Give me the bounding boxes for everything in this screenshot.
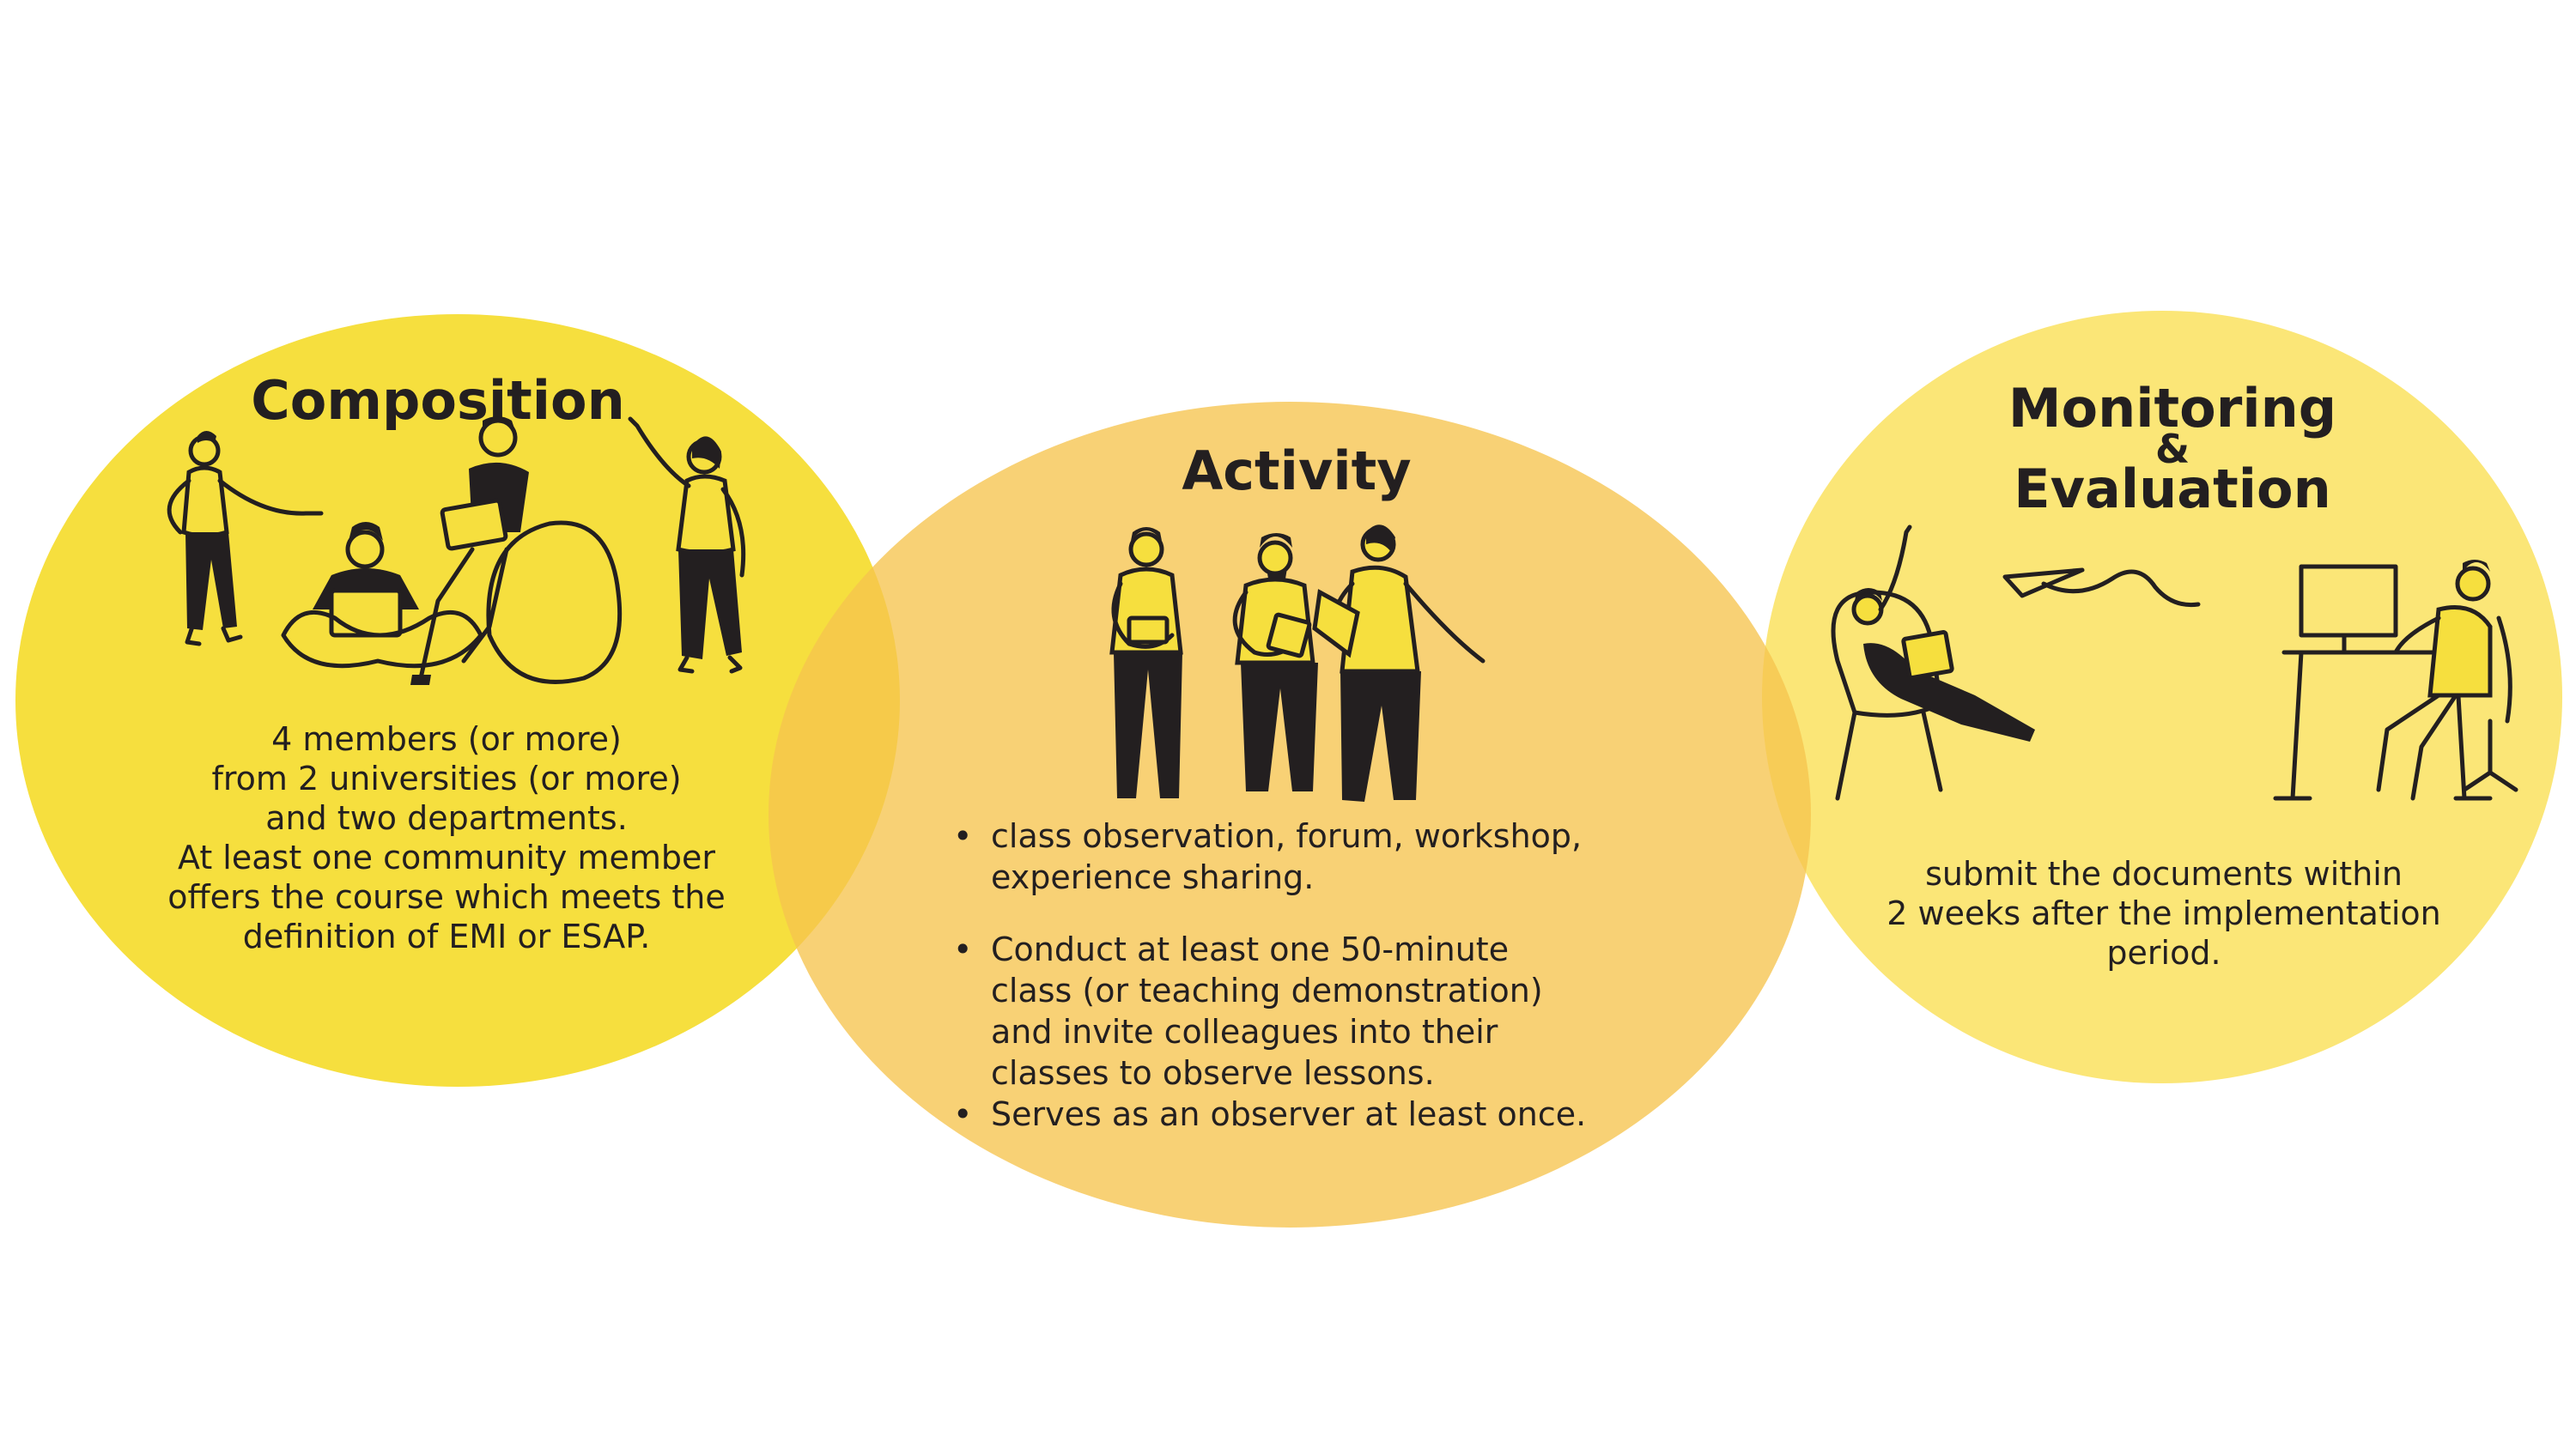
activity-line: classes to observe lessons.	[991, 1054, 1435, 1092]
activity-bullet: Serves as an observer at least once.	[953, 1094, 1657, 1135]
composition-circle	[15, 314, 900, 1087]
monitoring-title-amp: &	[2154, 426, 2190, 472]
activity-line: class observation, forum, workshop,	[991, 817, 1583, 855]
composition-line: offers the course which meets the	[167, 878, 726, 916]
activity-bullet: Conduct at least one 50-minute class (or…	[953, 929, 1657, 1094]
activity-line: Conduct at least one 50-minute	[991, 931, 1510, 968]
composition-line: and two departments.	[265, 799, 628, 837]
activity-list: class observation, forum, workshop, expe…	[953, 815, 1657, 1135]
activity-line: experience sharing.	[991, 858, 1315, 896]
monitoring-line: 2 weeks after the implementation	[1886, 894, 2441, 932]
composition-line: from 2 universities (or more)	[211, 760, 682, 797]
people-reading-illustration	[1109, 524, 1485, 802]
composition-line: At least one community member	[178, 839, 715, 876]
activity-line: Serves as an observer at least once.	[991, 1095, 1587, 1133]
monitoring-title: Monitoring & Evaluation	[1915, 382, 2430, 516]
people-group-illustration	[167, 416, 746, 685]
monitoring-line: period.	[2106, 934, 2221, 972]
monitoring-title-line1: Monitoring	[2008, 377, 2337, 440]
activity-title: Activity	[1182, 440, 1412, 502]
activity-line: and invite colleagues into their	[991, 1013, 1498, 1051]
activity-line: class (or teaching demonstration)	[991, 972, 1543, 1009]
monitoring-line: submit the documents within	[1925, 855, 2403, 893]
office-workers-illustration	[1831, 524, 2518, 801]
monitoring-description: submit the documents within 2 weeks afte…	[1846, 854, 2482, 973]
activity-bullet: class observation, forum, workshop, expe…	[953, 815, 1657, 898]
composition-title: Composition	[251, 369, 625, 432]
composition-description: 4 members (or more) from 2 universities …	[137, 719, 756, 956]
paper-plane-icon	[2002, 567, 2201, 608]
composition-line: 4 members (or more)	[271, 720, 622, 758]
composition-line: definition of EMI or ESAP.	[242, 918, 651, 955]
monitoring-title-line2: Evaluation	[2014, 458, 2331, 520]
